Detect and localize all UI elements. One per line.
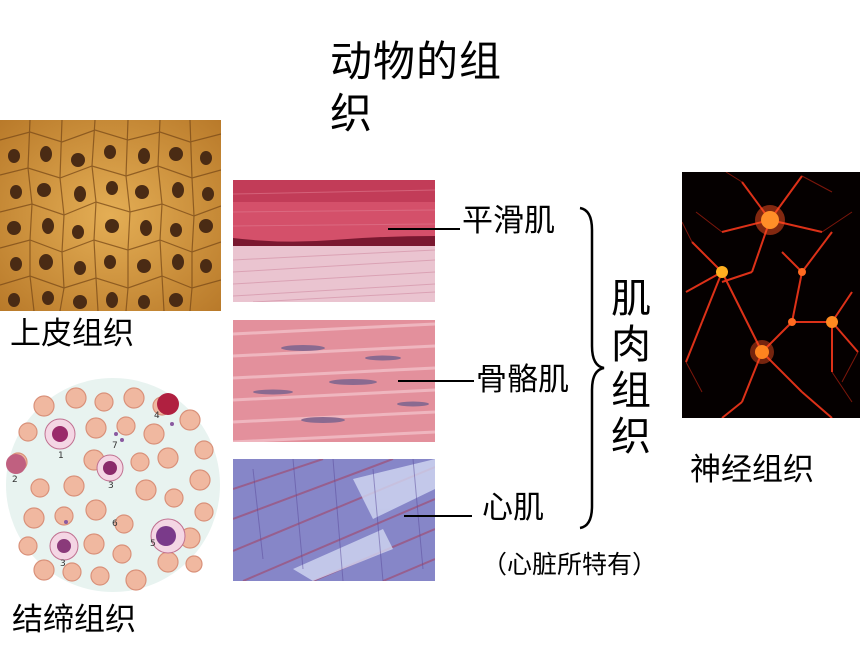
muscle-group-brace <box>576 206 606 530</box>
blood-cell-number: 3 <box>108 481 114 491</box>
cardiac-muscle-label: 心肌 <box>482 490 544 526</box>
connective-tissue-label: 结缔组织 <box>12 602 136 638</box>
nervous-tissue-image <box>682 172 860 418</box>
skeletal-muscle-pointer-line <box>398 380 474 382</box>
muscle-tissue-char: 肌 <box>611 276 651 322</box>
cardiac-muscle-pointer-line <box>404 515 472 517</box>
blood-cell-number: 3 <box>60 559 66 569</box>
smooth-muscle-pointer-line <box>388 228 460 230</box>
smooth-muscle-label: 平滑肌 <box>462 203 555 239</box>
slide-title: 动物的组织 <box>330 37 503 138</box>
blood-cell-number: 5 <box>150 539 156 549</box>
skeletal-muscle-label: 骨骼肌 <box>476 362 569 398</box>
blood-cell-number: 2 <box>12 475 18 485</box>
cardiac-muscle-image <box>233 459 435 581</box>
smooth-muscle-image <box>233 180 435 302</box>
connective-tissue-image: 1 2 3 4 5 6 7 3 <box>4 376 222 594</box>
muscle-tissue-char: 肉 <box>611 322 651 368</box>
muscle-tissue-char: 织 <box>611 414 651 460</box>
blood-cell-number: 6 <box>112 519 118 529</box>
cardiac-note: （心脏所特有） <box>482 550 658 579</box>
nervous-tissue-label: 神经组织 <box>690 452 814 488</box>
blood-cell-number: 7 <box>112 441 118 451</box>
blood-cell-number: 4 <box>154 411 160 421</box>
blood-cell-number: 1 <box>58 451 64 461</box>
epithelial-tissue-image <box>0 120 221 311</box>
epithelial-tissue-label: 上皮组织 <box>10 316 134 352</box>
muscle-tissue-char: 组 <box>611 368 651 414</box>
